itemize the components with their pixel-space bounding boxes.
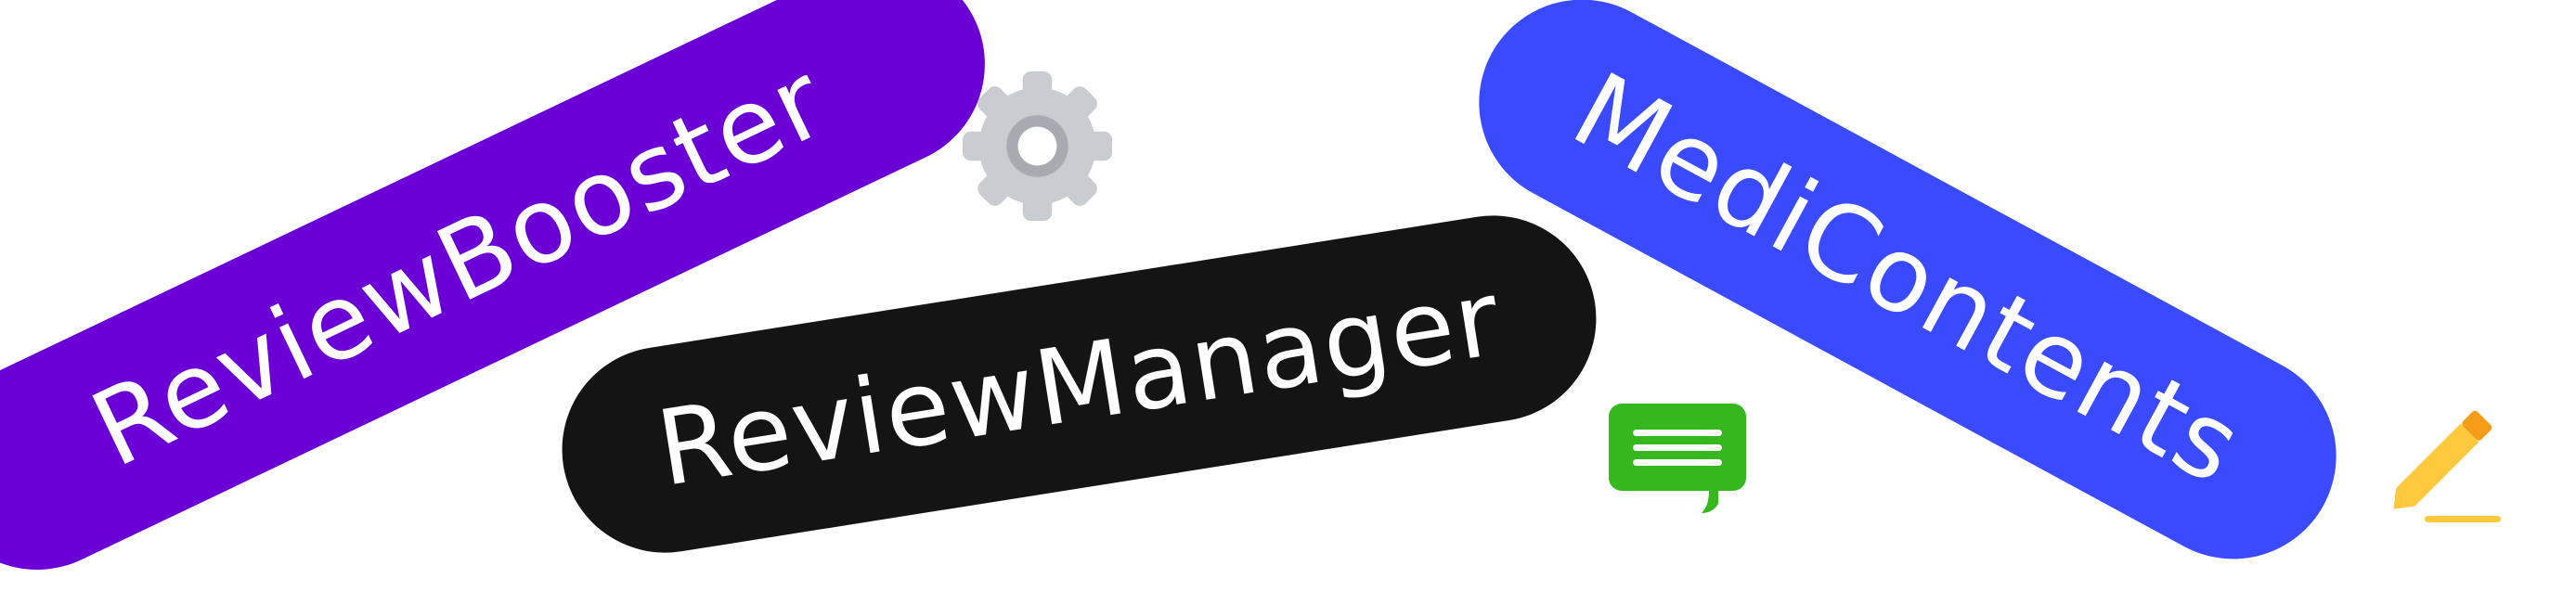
pencil-icon <box>2393 410 2501 522</box>
gear-icon <box>963 71 1112 221</box>
chat-bubble-icon <box>1609 404 1746 513</box>
reviewmanager-label: ReviewManager <box>649 258 1509 510</box>
